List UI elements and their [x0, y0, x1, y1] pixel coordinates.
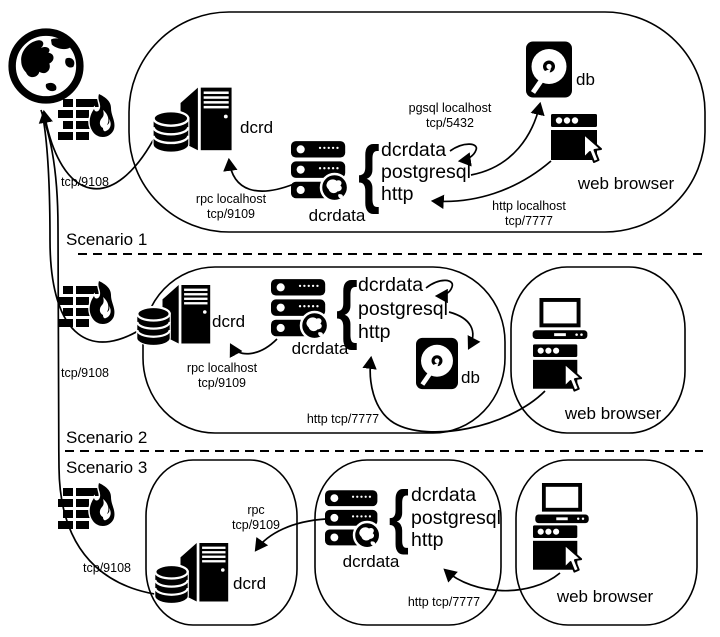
s2-component-list: dcrdata postgresql http — [358, 274, 448, 345]
arrow-s1-browser-to-http — [430, 160, 552, 209]
scenario1-boundary — [128, 11, 706, 233]
s2-laptop-icon — [532, 298, 588, 340]
scenario2-label: Scenario 2 — [66, 428, 148, 447]
s2-browser-label: web browser — [564, 404, 662, 423]
s1-web-browser-icon — [551, 114, 602, 163]
s1-browser-label: web browser — [577, 174, 675, 193]
s2-component-http: http — [358, 321, 391, 343]
s3-web-browser-icon — [533, 525, 583, 573]
s2-component-postgresql: postgresql — [358, 297, 448, 320]
scenario3-label: Scenario 3 — [66, 458, 148, 477]
s3-firewall-port-label: tcp/9108 — [83, 561, 131, 575]
internet-globe-icon — [12, 32, 80, 100]
s1-http-port-label: http localhost tcp/7777 — [492, 199, 566, 228]
s3-dcrdata-label: dcrdata — [342, 552, 400, 571]
scenario2-browser-boundary — [510, 266, 686, 434]
s1-firewall-port-label: tcp/9108 — [61, 175, 109, 189]
s3-dcrd-server-icon — [154, 541, 230, 605]
scenario3-browser-boundary — [515, 459, 698, 626]
s2-http-port-label: http tcp/7777 — [306, 412, 380, 426]
s2-db-label: db — [461, 368, 480, 387]
s2-rpc-port-label: rpc localhost tcp/9109 — [186, 361, 258, 390]
s1-firewall-icon — [58, 93, 117, 142]
s1-dcrdata-label: dcrdata — [308, 206, 366, 225]
arrow-s2-postgresql-to-db — [448, 311, 481, 350]
s3-dcrdata-rack-icon — [325, 490, 382, 550]
s3-browser-label: web browser — [556, 587, 654, 606]
s1-dcrdata-rack-icon — [291, 141, 350, 203]
arrow-s3-dcrd-to-internet — [40, 109, 172, 597]
s2-component-dcrdata: dcrdata — [358, 274, 424, 296]
s3-component-dcrdata: dcrdata — [411, 484, 477, 506]
arrow-s2-dcrd-to-internet — [41, 111, 150, 343]
s3-laptop-icon — [535, 483, 589, 524]
scenario1-label: Scenario 1 — [66, 230, 148, 249]
s3-dcrd-label: dcrd — [233, 574, 267, 593]
s2-dcrd-server-icon — [136, 283, 212, 347]
s2-dcrdata-rack-icon — [271, 279, 330, 341]
s3-component-postgresql: postgresql — [411, 506, 501, 529]
arrow-s2-dcrdata-to-postgresql — [425, 279, 454, 304]
s2-firewall-port-label: tcp/9108 — [61, 366, 109, 380]
arrow-s3-dcrdata-to-dcrd — [254, 518, 327, 552]
s2-firewall-icon — [58, 280, 117, 329]
arrow-s1-dcrdata-to-postgresql — [449, 143, 478, 167]
scenario2-host-boundary — [142, 266, 506, 434]
s2-dcrd-label: dcrd — [212, 312, 246, 331]
s2-dcrdata-label: dcrdata — [291, 339, 349, 358]
s3-firewall-icon — [58, 482, 117, 531]
s3-rpc-port-label: rpc tcp/9109 — [232, 503, 280, 532]
arrow-s1-dcrdata-to-dcrd — [223, 157, 295, 192]
arrow-s3-browser-to-http — [443, 568, 561, 592]
scenario3-dcrdata-boundary — [314, 459, 502, 626]
arrow-s2-browser-to-http — [362, 355, 546, 433]
scenario3-dcrd-boundary — [145, 459, 298, 626]
s1-brace: { — [358, 129, 380, 215]
s1-component-list: dcrdata postgresql http — [381, 139, 471, 205]
s1-component-postgresql: postgresql — [381, 161, 471, 183]
arrow-s1-dcrd-to-internet — [38, 109, 158, 190]
s3-http-port-label: http tcp/7777 — [407, 595, 481, 609]
s3-brace: { — [388, 477, 410, 557]
s2-brace: { — [336, 265, 358, 351]
s3-component-http: http — [411, 529, 444, 551]
s3-component-list: dcrdata postgresql http — [411, 484, 501, 552]
arrow-s2-dcrdata-to-dcrd — [229, 338, 278, 358]
s1-dcrd-label: dcrd — [240, 118, 274, 137]
s1-component-dcrdata: dcrdata — [381, 139, 447, 161]
s1-dcrd-server-icon — [152, 86, 233, 153]
s2-db-disk-icon — [416, 338, 458, 389]
s1-db-disk-icon — [526, 42, 572, 98]
arrow-s1-postgresql-to-db — [470, 101, 545, 176]
s1-pgsql-port-label: pgsql localhost tcp/5432 — [408, 101, 492, 130]
s1-component-http: http — [381, 183, 414, 205]
s2-web-browser-icon — [533, 344, 583, 392]
s1-rpc-port-label: rpc localhost tcp/9109 — [195, 192, 267, 221]
s1-db-label: db — [576, 70, 595, 89]
